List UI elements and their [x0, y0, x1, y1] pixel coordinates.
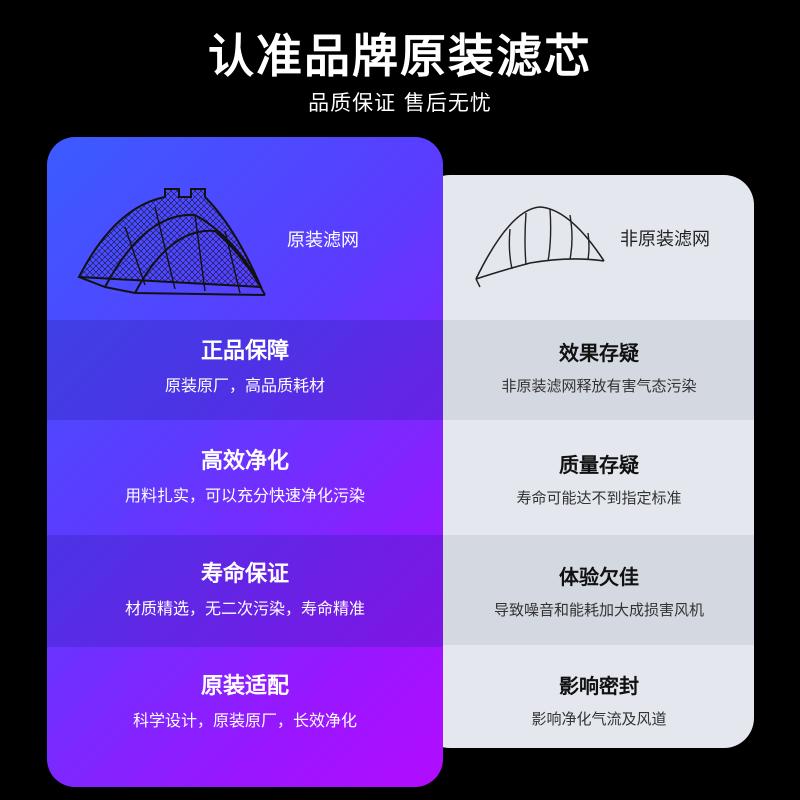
row-heading: 质量存疑 [559, 453, 639, 477]
non-original-row: 影响密封 影响净化气流及风道 [420, 673, 754, 729]
row-description: 科学设计，原装原厂，长效净化 [132, 711, 357, 730]
row-band [47, 320, 443, 420]
row-heading: 高效净化 [200, 449, 289, 474]
non-original-filter-image [475, 206, 605, 288]
row-description: 非原装滤网释放有害气态污染 [501, 377, 697, 395]
non-original-image-label: 非原装滤网 [620, 229, 710, 250]
original-row: 原装适配 科学设计，原装原厂，长效净化 [47, 673, 443, 731]
row-heading: 效果存疑 [559, 341, 639, 365]
original-row: 正品保障 原装原厂，高品质耗材 [47, 338, 443, 396]
row-band [420, 320, 754, 420]
row-description: 寿命可能达不到指定标准 [516, 489, 682, 507]
row-heading: 原装适配 [200, 674, 289, 699]
non-original-row: 质量存疑 寿命可能达不到指定标准 [420, 452, 754, 508]
original-filter-image [77, 188, 266, 296]
row-band [47, 535, 443, 647]
original-image-label: 原装滤网 [287, 230, 359, 251]
non-original-panel: 非原装滤网 效果存疑 非原装滤网释放有害气态污染 质量存疑 寿命可能达不到指定标… [420, 175, 754, 748]
row-description: 导致噪音和能耗加大成损害风机 [493, 601, 704, 619]
page-subtitle: 品质保证 售后无忧 [308, 91, 492, 115]
row-description: 用料扎实，可以充分快速净化污染 [124, 486, 365, 505]
original-panel: 原装滤网 正品保障 原装原厂，高品质耗材 高效净化 用料扎实，可以充分快速净化污… [47, 137, 443, 787]
row-description: 原装原厂，高品质耗材 [164, 376, 325, 395]
row-heading: 寿命保证 [200, 562, 289, 587]
row-heading: 正品保障 [200, 339, 289, 364]
row-band [420, 535, 754, 645]
non-original-row: 效果存疑 非原装滤网释放有害气态污染 [420, 340, 754, 396]
non-original-row: 体验欠佳 导致噪音和能耗加大成损害风机 [420, 564, 754, 620]
row-description: 材质精选，无二次污染，寿命精准 [124, 599, 365, 618]
row-description: 影响净化气流及风道 [531, 710, 667, 728]
page-title: 认准品牌原装滤芯 [208, 29, 592, 83]
original-row: 高效净化 用料扎实，可以充分快速净化污染 [47, 448, 443, 506]
row-heading: 影响密封 [559, 674, 639, 698]
row-heading: 体验欠佳 [559, 565, 639, 589]
original-row: 寿命保证 材质精选，无二次污染，寿命精准 [47, 561, 443, 619]
